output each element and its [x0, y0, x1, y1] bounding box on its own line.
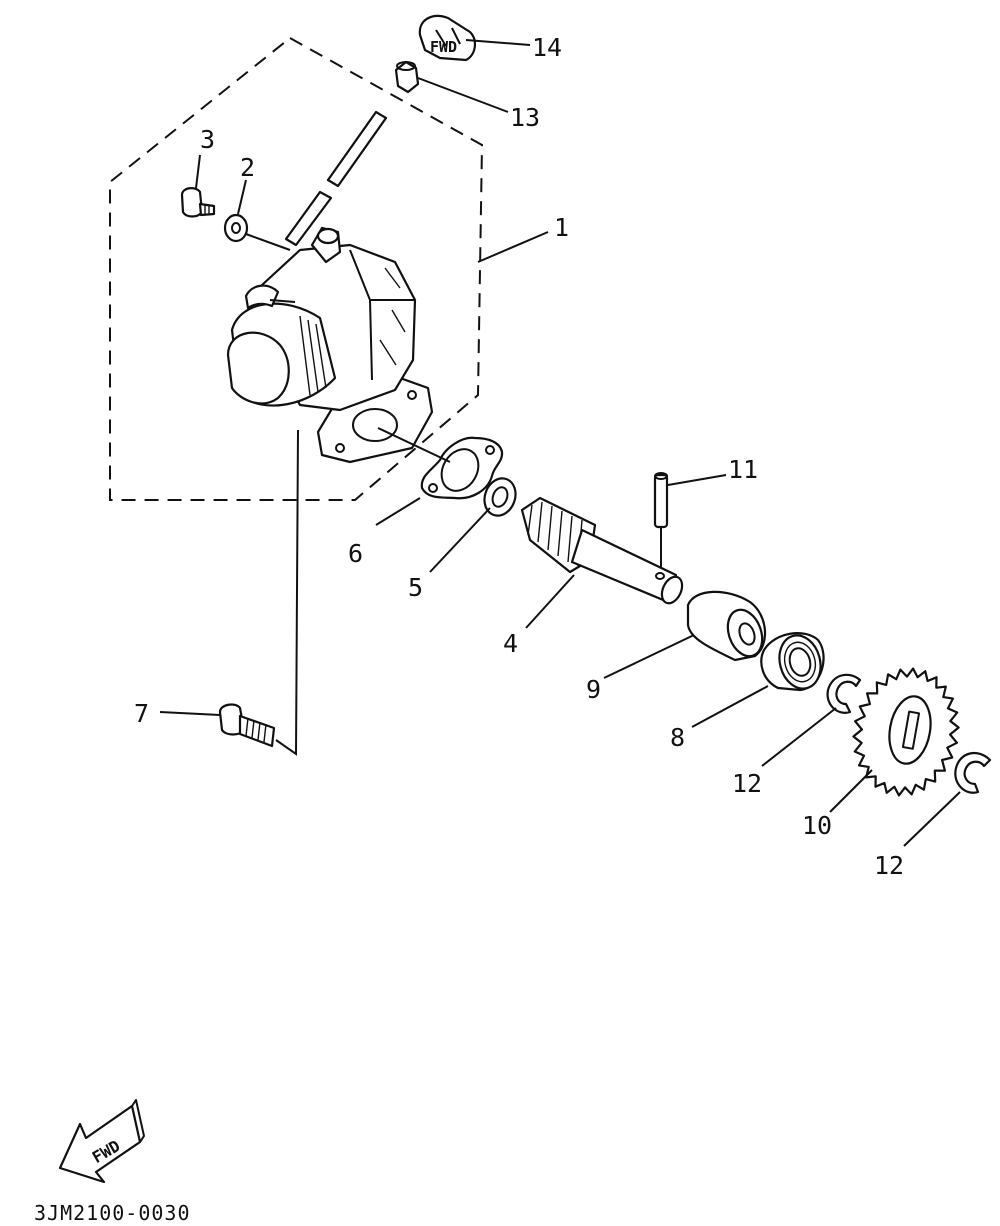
bolt-part-7 — [218, 703, 276, 748]
oil-delivery-pipe — [284, 110, 388, 247]
gasket-part-6 — [420, 436, 504, 500]
callout-labels: 14 13 3 2 1 6 5 4 11 9 8 12 10 12 7 — [134, 33, 904, 880]
forward-direction-arrow: FWD — [58, 1099, 145, 1184]
diagram-code: 3JM2100-0030 — [34, 1201, 191, 1225]
callout-1: 1 — [554, 213, 569, 242]
callout-2: 2 — [240, 153, 255, 182]
callout-5: 5 — [408, 573, 423, 602]
callout-6: 6 — [348, 539, 363, 568]
pin-part-11 — [653, 472, 669, 529]
callout-11: 11 — [728, 455, 758, 484]
collar-part-13 — [394, 60, 420, 94]
callout-4: 4 — [503, 629, 518, 658]
screw-part-3 — [180, 187, 216, 218]
fwd-clip-text: FWD — [430, 38, 457, 56]
callout-9: 9 — [586, 675, 601, 704]
driven-gear-part-10 — [852, 667, 960, 797]
oil-pump-assembly — [226, 226, 434, 464]
assembly-boundary — [109, 36, 484, 501]
drive-shaft-part-4 — [520, 496, 684, 605]
oil-seal-part-5 — [483, 477, 517, 517]
callout-12a: 12 — [732, 769, 762, 798]
leader-lines — [159, 39, 961, 847]
callout-3: 3 — [200, 125, 215, 154]
callout-12b: 12 — [874, 851, 904, 880]
bush-part-9 — [686, 590, 767, 662]
circlip-part-12a — [826, 673, 862, 714]
callout-7: 7 — [134, 699, 149, 728]
callout-13: 13 — [510, 103, 540, 132]
callout-10: 10 — [802, 811, 832, 840]
washer-part-2 — [223, 213, 249, 243]
cable-clip-part-14: FWD — [418, 14, 476, 62]
callout-8: 8 — [670, 723, 685, 752]
circlip-part-12b — [954, 751, 992, 794]
callout-14: 14 — [532, 33, 562, 62]
bearing-part-8 — [760, 632, 825, 692]
